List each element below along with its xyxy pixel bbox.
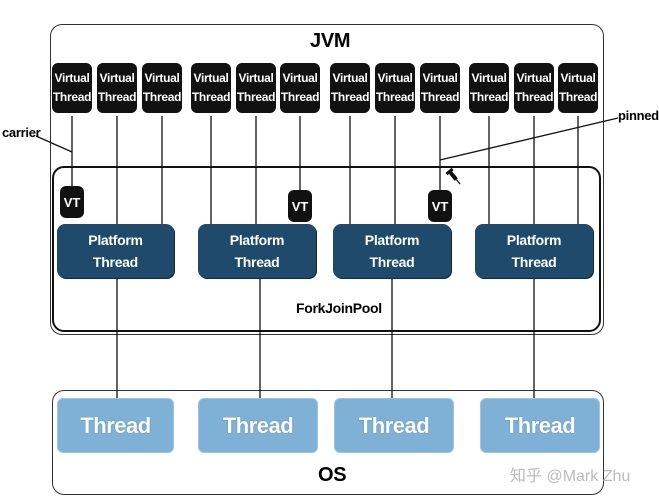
carrier-label: carrier xyxy=(2,125,41,140)
os-thread-1: Thread xyxy=(57,398,174,453)
forkjoinpool-container xyxy=(52,166,601,332)
os-label: OS xyxy=(318,464,347,486)
jvm-label: JVM xyxy=(310,30,351,52)
os-thread-4: Thread xyxy=(480,398,600,453)
watermark: 知乎 @Mark Zhu xyxy=(510,468,631,485)
mounted-vt-1: VT xyxy=(60,186,84,218)
os-thread-2: Thread xyxy=(198,398,318,453)
os-thread-3: Thread xyxy=(334,398,454,453)
mounted-vt-2: VT xyxy=(288,190,312,222)
mounted-vt-pinned: VT xyxy=(428,190,452,222)
pinned-label: pinned xyxy=(618,108,659,123)
pin-icon xyxy=(445,167,461,185)
forkjoinpool-label: ForkJoinPool xyxy=(296,300,382,316)
